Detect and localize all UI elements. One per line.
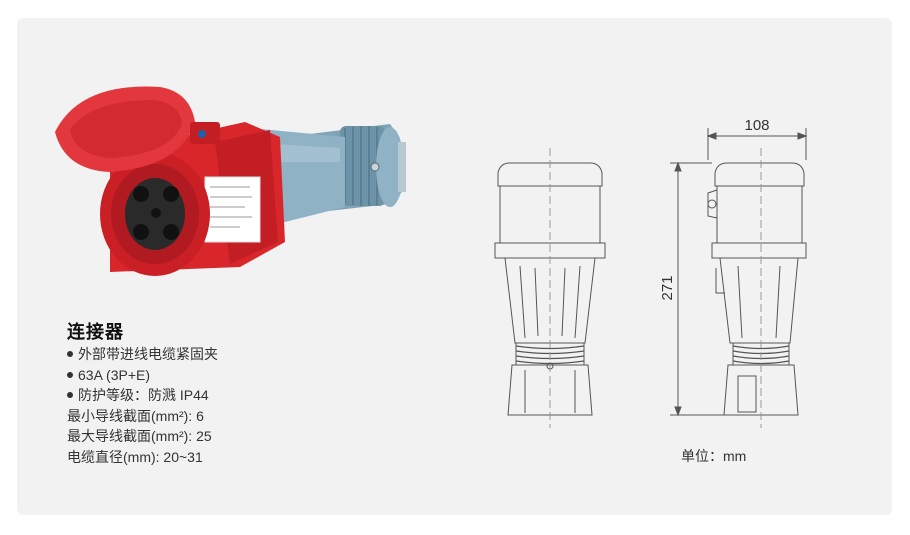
spec-item: 电缆直径(mm): 20~31: [67, 448, 203, 465]
spec-item: 外部带进线电缆紧固夹: [67, 344, 218, 365]
bullet-icon: [67, 351, 73, 358]
height-dimension-label: 271: [659, 275, 676, 300]
technical-drawing: 108 271: [494, 117, 808, 428]
spec-item: 最大导线截面(mm²): 25: [67, 428, 212, 444]
unit-label: 单位：mm: [681, 448, 747, 464]
spec-item: 63A (3P+E): [67, 365, 218, 386]
bullet-icon: [67, 392, 73, 399]
width-dimension-label: 108: [744, 117, 769, 134]
connector-photo: [55, 86, 406, 276]
spec-item: 防护等级：防溅 IP44: [67, 385, 218, 406]
product-title: 连接器: [67, 322, 124, 342]
spec-list: 外部带进线电缆紧固夹 63A (3P+E) 防护等级：防溅 IP44 最小导线截…: [67, 344, 218, 467]
spec-item: 最小导线截面(mm²): 6: [67, 407, 204, 424]
bullet-icon: [67, 371, 73, 378]
